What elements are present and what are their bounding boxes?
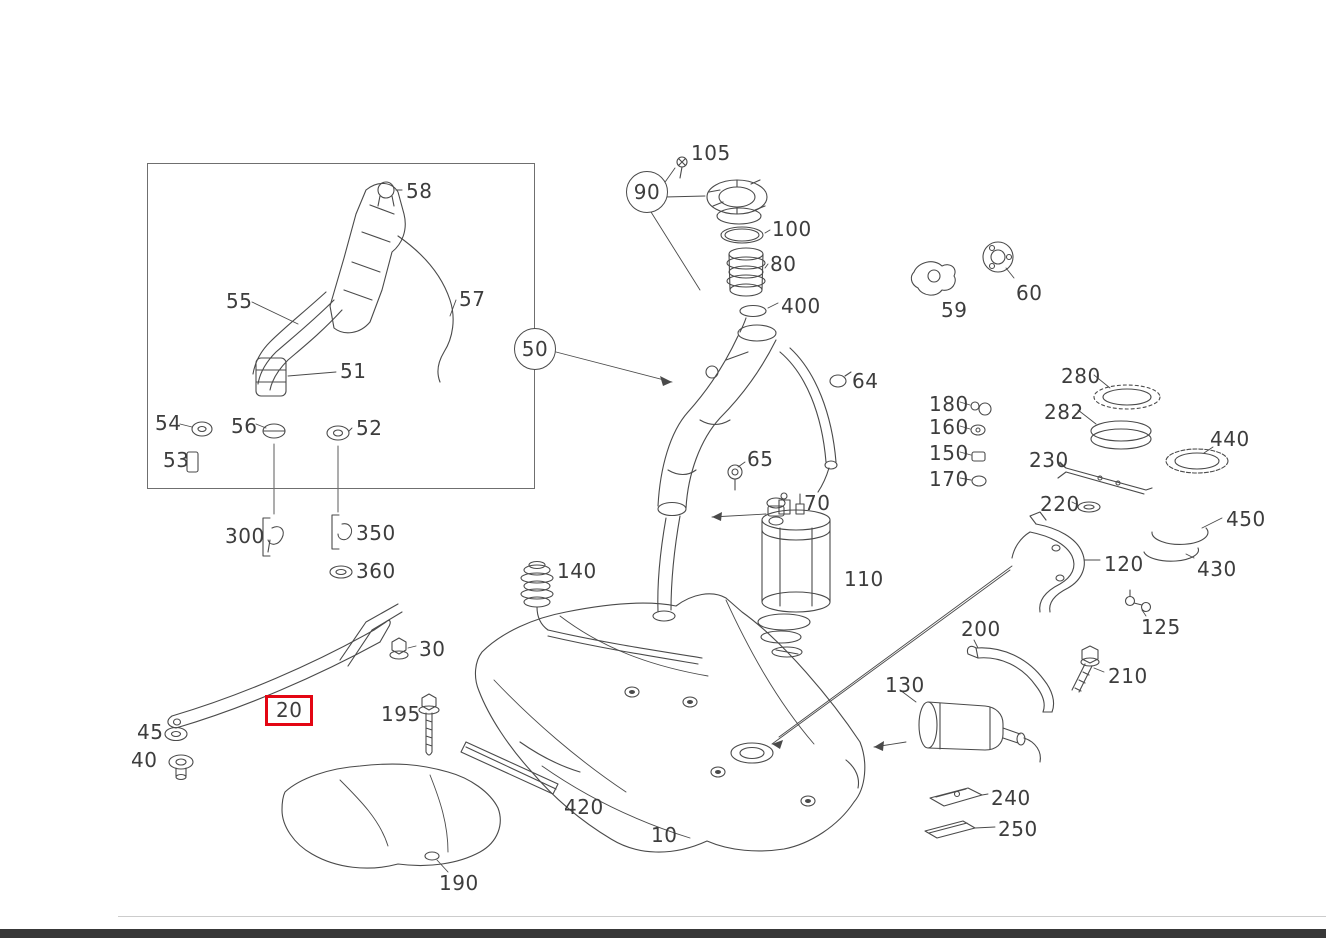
- part-label-150[interactable]: 150: [929, 441, 969, 465]
- part-label-56[interactable]: 56: [231, 414, 258, 438]
- clips-art: [262, 514, 353, 579]
- part-label-400[interactable]: 400: [781, 294, 821, 318]
- part-label-140[interactable]: 140: [557, 559, 597, 583]
- part-label-210[interactable]: 210: [1108, 664, 1148, 688]
- part-label-45[interactable]: 45: [137, 720, 164, 744]
- bottom-window-bar: [0, 929, 1326, 938]
- callout-balloon-50[interactable]: 50: [514, 328, 556, 370]
- part-label-200[interactable]: 200: [961, 617, 1001, 641]
- part-label-105[interactable]: 105: [691, 141, 731, 165]
- part-label-160[interactable]: 160: [929, 415, 969, 439]
- part-label-230[interactable]: 230: [1029, 448, 1069, 472]
- bellows-art: [520, 560, 554, 631]
- part-label-10[interactable]: 10: [651, 823, 678, 847]
- valve-art: [711, 461, 786, 526]
- part-label-360[interactable]: 360: [356, 559, 396, 583]
- part-label-125[interactable]: 125: [1141, 615, 1181, 639]
- part-label-40[interactable]: 40: [131, 748, 158, 772]
- part-label-180[interactable]: 180: [929, 392, 969, 416]
- right-hardware-art: [873, 241, 1229, 839]
- part-label-57[interactable]: 57: [459, 287, 486, 311]
- part-label-190[interactable]: 190: [439, 871, 479, 895]
- inset-detail-frame: [147, 163, 535, 489]
- part-label-55[interactable]: 55: [226, 289, 253, 313]
- part-label-64[interactable]: 64: [852, 369, 879, 393]
- part-label-54[interactable]: 54: [155, 411, 182, 435]
- part-label-70[interactable]: 70: [804, 491, 831, 515]
- part-label-130[interactable]: 130: [885, 673, 925, 697]
- part-label-170[interactable]: 170: [929, 467, 969, 491]
- part-label-52[interactable]: 52: [356, 416, 383, 440]
- part-label-80[interactable]: 80: [770, 252, 797, 276]
- part-label-300[interactable]: 300: [225, 524, 265, 548]
- part-label-430[interactable]: 430: [1197, 557, 1237, 581]
- part-label-195[interactable]: 195: [381, 702, 421, 726]
- callout-balloon-90[interactable]: 90: [626, 171, 668, 213]
- part-label-420[interactable]: 420: [564, 795, 604, 819]
- part-label-240[interactable]: 240: [991, 786, 1031, 810]
- leader-lines-art: [771, 565, 1013, 749]
- inset-assembly-art: [179, 181, 457, 515]
- part-label-53[interactable]: 53: [163, 448, 190, 472]
- left-hardware-art: [164, 603, 559, 873]
- part-label-60[interactable]: 60: [1016, 281, 1043, 305]
- part-label-100[interactable]: 100: [772, 217, 812, 241]
- part-label-110[interactable]: 110: [844, 567, 884, 591]
- part-label-282[interactable]: 282: [1044, 400, 1084, 424]
- part-label-220[interactable]: 220: [1040, 492, 1080, 516]
- part-label-65[interactable]: 65: [747, 447, 774, 471]
- part-label-440[interactable]: 440: [1210, 427, 1250, 451]
- part-label-20[interactable]: 20: [265, 695, 314, 726]
- pump-module-art: [757, 492, 831, 658]
- part-label-350[interactable]: 350: [356, 521, 396, 545]
- part-label-30[interactable]: 30: [419, 637, 446, 661]
- part-label-58[interactable]: 58: [406, 179, 433, 203]
- part-label-280[interactable]: 280: [1061, 364, 1101, 388]
- footer-divider-line: [118, 916, 1326, 917]
- part-label-250[interactable]: 250: [998, 817, 1038, 841]
- part-label-450[interactable]: 450: [1226, 507, 1266, 531]
- fuel-tank-art: [474, 593, 866, 853]
- part-label-59[interactable]: 59: [941, 298, 968, 322]
- part-label-51[interactable]: 51: [340, 359, 367, 383]
- filler-cap-art: [650, 156, 779, 318]
- part-label-120[interactable]: 120: [1104, 552, 1144, 576]
